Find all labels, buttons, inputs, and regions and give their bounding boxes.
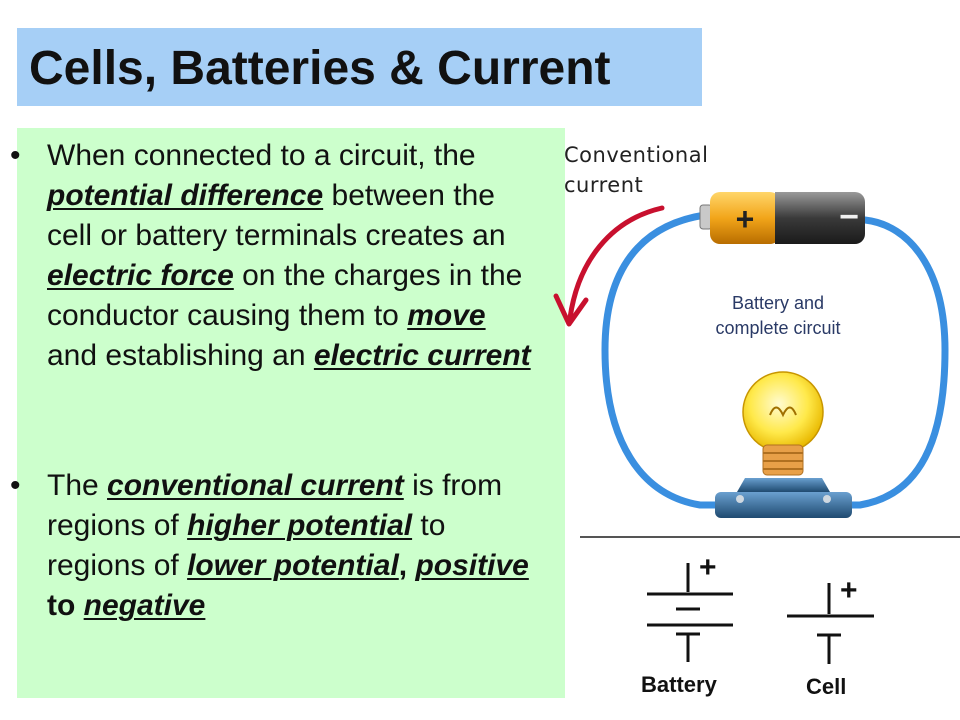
bullet-segment: and establishing an	[47, 339, 314, 372]
bullet-segment: is from regions of	[47, 469, 503, 542]
circuit-wire	[601, 211, 949, 509]
emphasized-term: conventional current	[107, 469, 404, 502]
bullet-segment: on the charges in the conductor causing …	[47, 259, 523, 332]
battery-plus-sign: +	[736, 201, 755, 237]
bullet-text-1: When connected to a circuit, the potenti…	[47, 136, 543, 376]
cell-symbol	[787, 583, 874, 664]
emphasized-term: potential difference	[47, 179, 324, 212]
circuit-label-line-1: Battery and	[732, 293, 824, 313]
battery-minus-sign: −	[839, 198, 859, 236]
battery-drawing: + −	[699, 192, 865, 244]
emphasized-term: electric force	[47, 259, 234, 292]
emphasized-term: move	[407, 299, 486, 332]
light-bulb-icon	[715, 371, 852, 518]
battery-symbol-label: Battery	[641, 672, 717, 697]
bullet-segment: between the cell or battery terminals cr…	[47, 179, 506, 252]
bullet-segment: to	[47, 589, 84, 622]
bullet-marker-1: •	[10, 139, 21, 172]
title-bar: Cells, Batteries & Current	[17, 28, 702, 106]
bullet-segment: The	[47, 469, 108, 502]
bullet-segment: to regions of	[47, 509, 446, 582]
emphasized-term: negative	[83, 589, 206, 622]
emphasized-term: electric current	[313, 339, 531, 372]
bullet-marker-2: •	[10, 469, 21, 502]
emphasized-term: higher potential	[187, 509, 413, 542]
emphasized-term: lower potential	[187, 549, 399, 582]
cell-symbol-plus: +	[840, 574, 858, 607]
battery-symbol	[647, 563, 733, 662]
bullet-segment: ,	[398, 549, 416, 582]
slide-title: Cells, Batteries & Current	[29, 42, 611, 95]
conventional-current-label: Conventional current	[564, 143, 709, 197]
circuit-label-line-2: complete circuit	[715, 318, 840, 338]
conventional-current-arrow	[553, 205, 665, 327]
bullet-text-2: The conventional current is from regions…	[47, 466, 543, 626]
cell-symbol-label: Cell	[806, 674, 847, 699]
bullet-segment: When connected to a circuit, the	[47, 139, 476, 172]
content-box	[17, 128, 565, 698]
emphasized-term: positive	[415, 549, 529, 582]
battery-symbol-plus: +	[699, 551, 717, 584]
